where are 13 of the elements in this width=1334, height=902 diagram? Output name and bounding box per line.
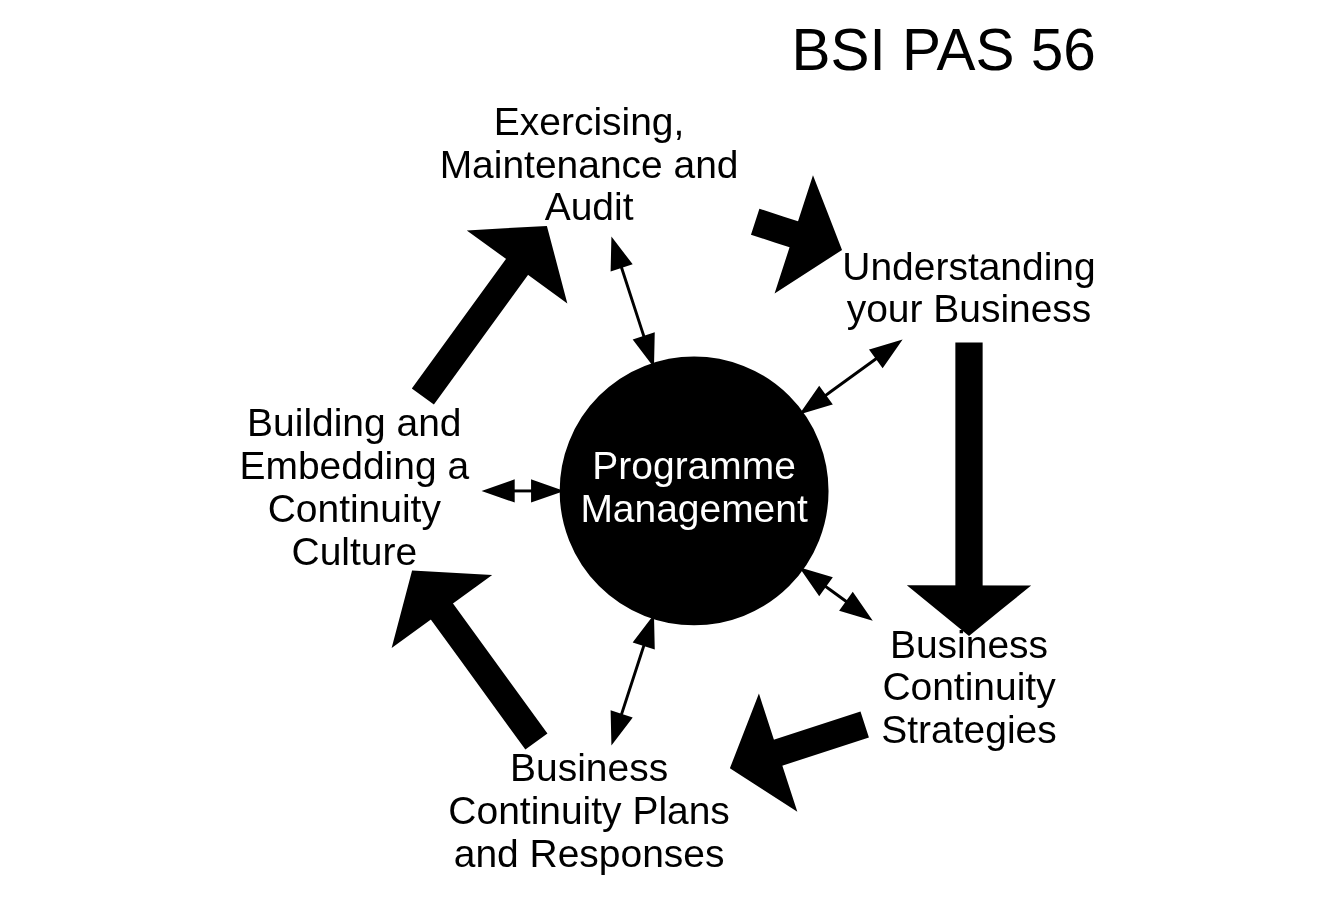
node-text: Understanding your Business [841,244,1096,331]
arrow [729,693,869,812]
node-text: Business Continuity Strategies [880,622,1057,752]
diagram-title: BSI PAS 56 [791,17,1096,83]
arrow [750,175,842,294]
arrow [798,339,903,415]
arrow [906,342,1031,637]
node-text: Building and Embedding a Continuity Culture [239,401,469,573]
node-text: Exercising, Maintenance and Audit [439,99,739,229]
arrow [411,225,567,405]
node-circle: Programme Management [559,356,829,626]
node-text: Business Continuity Plans and Responses [447,745,730,875]
arrow [391,570,547,750]
